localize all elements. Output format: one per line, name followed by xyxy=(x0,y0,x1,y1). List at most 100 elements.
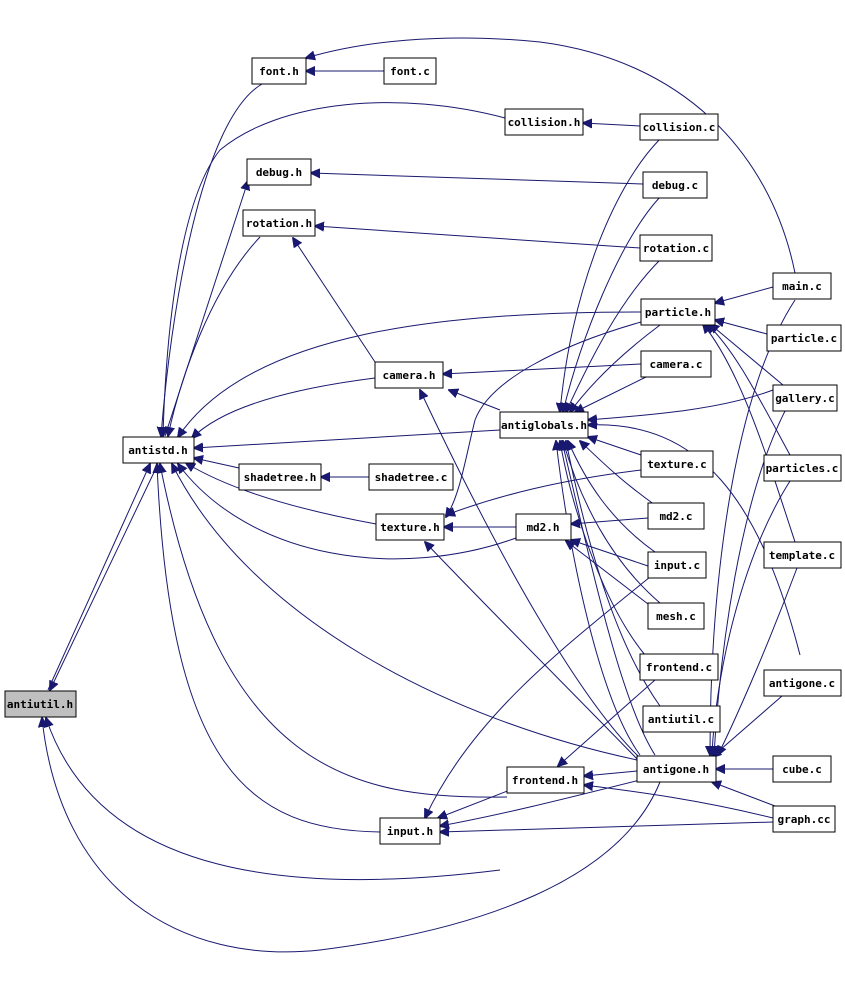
node-particle-h[interactable]: particle.h xyxy=(640,298,716,326)
edge-frontend-c-antiglobals-h xyxy=(560,441,646,656)
svg-text:shadetree.c: shadetree.c xyxy=(375,471,448,484)
file-nodes: font.h font.c collision.h collision.c de… xyxy=(4,57,842,845)
edge-frontend-h-antistd-h xyxy=(160,464,508,798)
node-debug-c[interactable]: debug.c xyxy=(642,171,708,199)
edge-input-c-input-h xyxy=(425,576,651,818)
edge-antiglobals-h-camera-h xyxy=(449,390,501,411)
node-graph-cc[interactable]: graph.cc xyxy=(772,805,836,833)
node-debug-h[interactable]: debug.h xyxy=(246,158,312,186)
node-template-c[interactable]: template.c xyxy=(763,541,842,569)
edge-antigone-h-frontend-h xyxy=(584,771,638,776)
svg-text:template.c: template.c xyxy=(769,549,835,562)
node-input-c[interactable]: input.c xyxy=(647,551,707,579)
svg-text:md2.c: md2.c xyxy=(659,510,692,523)
svg-text:mesh.c: mesh.c xyxy=(656,610,696,623)
edge-input-c-antiglobals-h xyxy=(568,441,656,553)
node-rotation-c[interactable]: rotation.c xyxy=(639,234,713,262)
svg-text:md2.h: md2.h xyxy=(526,521,559,534)
svg-text:collision.h: collision.h xyxy=(508,116,581,129)
node-antistd-h[interactable]: antistd.h xyxy=(122,436,195,464)
edge-antigone-h-texture-h xyxy=(425,542,641,763)
node-rotation-h[interactable]: rotation.h xyxy=(242,209,316,237)
edge-frontend-c-frontend-h xyxy=(558,679,656,766)
edge-template-c-particle-h xyxy=(703,324,796,543)
node-frontend-c[interactable]: frontend.c xyxy=(639,653,719,681)
node-antigone-h[interactable]: antigone.h xyxy=(636,755,717,783)
node-mesh-c[interactable]: mesh.c xyxy=(647,602,705,630)
edge-texture-h-antistd-h xyxy=(186,463,377,525)
svg-text:input.c: input.c xyxy=(654,559,700,572)
node-texture-c[interactable]: texture.c xyxy=(640,450,714,478)
edge-rotation-c-antiglobals-h xyxy=(566,259,661,412)
node-input-h[interactable]: input.h xyxy=(379,817,441,845)
edge-collision-h-antistd-h xyxy=(163,102,506,436)
edge-antiglobals-h-antistd-h xyxy=(194,429,501,448)
edge-mesh-c-md2-h xyxy=(566,541,649,605)
svg-text:main.c: main.c xyxy=(782,280,822,293)
edge-texture-c-antiglobals-h xyxy=(588,437,642,456)
node-font-c[interactable]: font.c xyxy=(383,57,437,85)
edge-particle-h-antistd-h xyxy=(178,311,642,437)
node-frontend-h[interactable]: frontend.h xyxy=(506,766,585,794)
edge-particles-c-antigone-h xyxy=(712,480,791,755)
edge-antigone-h-antistd-h xyxy=(172,464,638,761)
svg-text:shadetree.h: shadetree.h xyxy=(244,471,317,484)
node-main-c[interactable]: main.c xyxy=(772,272,832,300)
node-md2-h[interactable]: md2.h xyxy=(515,513,572,541)
edge-rotation-h-antistd-h xyxy=(168,236,261,436)
edge-particle-c-particle-h xyxy=(715,320,768,335)
node-collision-h[interactable]: collision.h xyxy=(504,108,584,136)
node-gallery-c[interactable]: gallery.c xyxy=(772,384,838,412)
svg-text:particle.h: particle.h xyxy=(645,306,711,319)
svg-text:camera.h: camera.h xyxy=(383,369,436,382)
edge-antistd-h-antiutil-h xyxy=(50,463,159,690)
svg-text:debug.h: debug.h xyxy=(256,166,302,179)
edge-antigone-h-antiglobals-h-2 xyxy=(562,441,656,756)
svg-text:texture.h: texture.h xyxy=(380,521,440,534)
edge-graph-cc-antiutil-h xyxy=(46,718,501,881)
node-particles-c[interactable]: particles.c xyxy=(763,454,842,482)
edge-graph-cc-frontend-h xyxy=(584,785,774,819)
edge-antiutil-c-antiglobals-h xyxy=(566,441,661,707)
edge-collision-c-antiglobals-h xyxy=(560,138,661,412)
node-cube-c[interactable]: cube.c xyxy=(772,755,832,783)
svg-text:antigone.h: antigone.h xyxy=(643,763,709,776)
node-antiutil-c[interactable]: antiutil.c xyxy=(642,705,721,733)
svg-text:frontend.h: frontend.h xyxy=(512,774,578,787)
edge-main-c-font-h xyxy=(306,37,796,274)
svg-text:antistd.h: antistd.h xyxy=(128,444,188,457)
edge-camera-c-camera-h xyxy=(443,363,642,374)
node-antigone-c[interactable]: antigone.c xyxy=(763,669,842,697)
edge-graph-cc-input-h xyxy=(440,821,774,832)
svg-text:frontend.c: frontend.c xyxy=(646,661,712,674)
node-camera-c[interactable]: camera.c xyxy=(640,350,712,378)
node-font-h[interactable]: font.h xyxy=(251,57,307,85)
node-particle-c[interactable]: particle.c xyxy=(766,324,842,352)
node-camera-h[interactable]: camera.h xyxy=(374,361,444,389)
edge-md2-h-antistd-h xyxy=(178,464,517,560)
edge-particle-h-texture-h xyxy=(446,321,642,517)
node-md2-c[interactable]: md2.c xyxy=(647,502,705,530)
svg-text:rotation.h: rotation.h xyxy=(246,217,312,230)
node-texture-h[interactable]: texture.h xyxy=(375,513,445,541)
svg-text:input.h: input.h xyxy=(387,825,433,838)
edge-antigone-c-antigone-h xyxy=(712,695,783,757)
node-antiutil-h[interactable]: antiutil.h xyxy=(4,690,77,718)
node-shadetree-c[interactable]: shadetree.c xyxy=(368,463,454,491)
edge-particle-h-antiglobals-h xyxy=(570,324,661,412)
svg-text:camera.c: camera.c xyxy=(650,358,703,371)
edge-antigone-h-camera-h xyxy=(420,390,641,759)
edge-gallery-c-antiglobals-h xyxy=(588,389,774,420)
svg-text:particle.c: particle.c xyxy=(771,332,837,345)
edge-frontend-h-input-h xyxy=(438,789,511,818)
svg-text:collision.c: collision.c xyxy=(643,121,716,134)
edge-particles-c-particle-h xyxy=(707,324,791,456)
edge-mesh-c-antiglobals-h xyxy=(563,441,661,604)
node-collision-c[interactable]: collision.c xyxy=(639,113,719,141)
edge-texture-c-texture-h xyxy=(446,469,642,515)
node-shadetree-h[interactable]: shadetree.h xyxy=(238,463,322,491)
edge-md2-c-md2-h xyxy=(571,517,649,524)
node-antiglobals-h[interactable]: antiglobals.h xyxy=(499,411,589,439)
edge-camera-h-rotation-h xyxy=(293,238,376,363)
edge-antigone-h-input-h xyxy=(440,779,641,826)
